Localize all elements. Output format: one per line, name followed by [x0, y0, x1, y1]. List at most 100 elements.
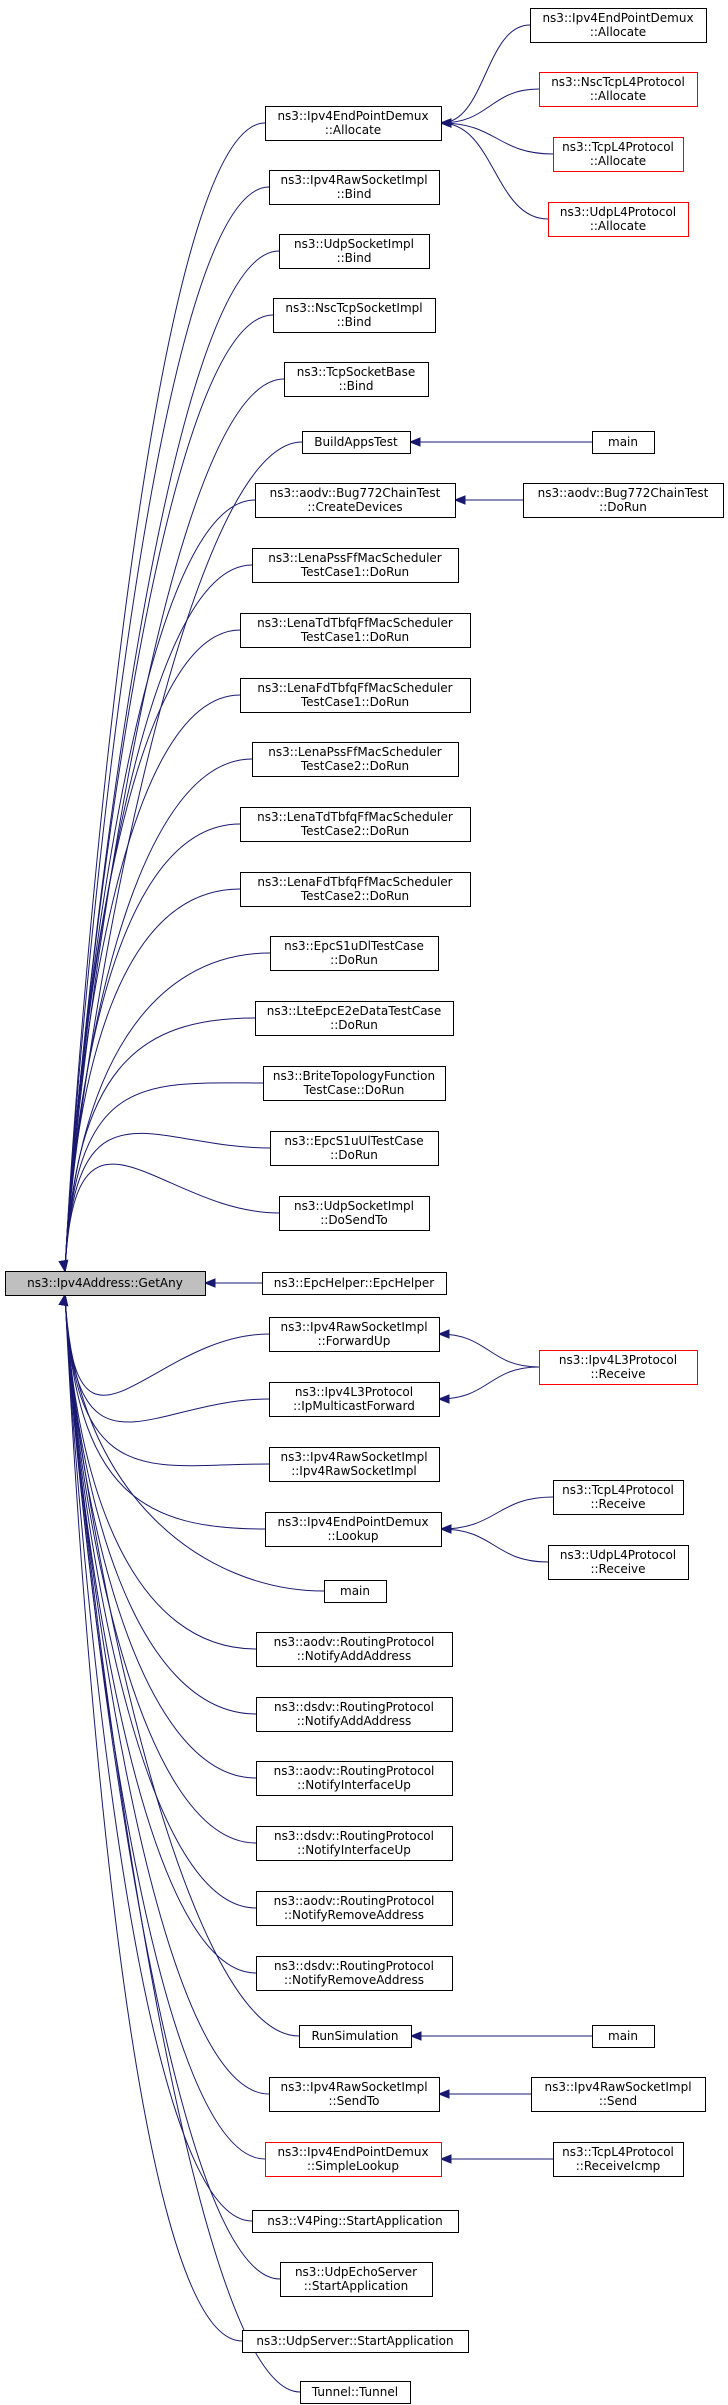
graph-edge-arrowhead: [437, 1394, 450, 1404]
graph-node-label: ns3::LteEpcE2eDataTestCase: [267, 1004, 441, 1018]
graph-node-aodv-remaddr[interactable]: ns3::aodv::RoutingProtocol::NotifyRemove…: [256, 1891, 453, 1926]
graph-node-runsim[interactable]: RunSimulation: [299, 2025, 412, 2048]
graph-node-fdtbfq2[interactable]: ns3::LenaFdTbfqFfMacSchedulerTestCase2::…: [240, 872, 471, 907]
graph-node-box: [240, 678, 471, 713]
graph-node-label: ::NotifyInterfaceUp: [297, 1778, 411, 1792]
graph-node-epcul[interactable]: ns3::EpcS1uUlTestCase::DoRun: [270, 1131, 439, 1166]
graph-node-dsdv-ifup[interactable]: ns3::dsdv::RoutingProtocol::NotifyInterf…: [256, 1826, 453, 1861]
graph-node-label: ns3::V4Ping::StartApplication: [267, 2214, 442, 2228]
graph-node-r-tcp-alloc[interactable]: ns3::TcpL4Protocol::Allocate: [553, 137, 684, 172]
graph-node-aodv-create[interactable]: ns3::aodv::Bug772ChainTest::CreateDevice…: [255, 483, 456, 518]
graph-node-label: ns3::LenaFdTbfqFfMacScheduler: [257, 681, 452, 695]
graph-edge-arrowhead: [203, 1278, 216, 1288]
graph-node-raw-bind[interactable]: ns3::Ipv4RawSocketImpl::Bind: [269, 170, 440, 205]
graph-node-aodv-addaddr[interactable]: ns3::aodv::RoutingProtocol::NotifyAddAdd…: [256, 1632, 453, 1667]
graph-node-ipmcast[interactable]: ns3::Ipv4L3Protocol::IpMulticastForward: [269, 1382, 440, 1417]
graph-node-label: ::StartApplication: [304, 2279, 408, 2293]
graph-node-r-nsc-alloc[interactable]: ns3::NscTcpL4Protocol::Allocate: [539, 72, 698, 107]
graph-node-r-ipv4l3-recv[interactable]: ns3::Ipv4L3Protocol::Receive: [539, 1350, 698, 1385]
graph-node-r-tcp-recv[interactable]: ns3::TcpL4Protocol::Receive: [553, 1480, 684, 1515]
graph-node-epchelper[interactable]: ns3::EpcHelper::EpcHelper: [262, 1272, 447, 1295]
graph-node-label: ::SendTo: [329, 2094, 380, 2108]
graph-node-brite[interactable]: ns3::BriteTopologyFunctionTestCase::DoRu…: [263, 1066, 446, 1101]
graph-node-buildapps[interactable]: BuildAppsTest: [302, 431, 411, 454]
graph-node-label: ns3::Ipv4RawSocketImpl: [280, 2080, 427, 2094]
graph-edge-arrowhead: [58, 1259, 69, 1273]
graph-node-box: [553, 2142, 684, 2177]
graph-node-v4ping[interactable]: ns3::V4Ping::StartApplication: [252, 2210, 459, 2233]
graph-node-box: [263, 1066, 446, 1101]
graph-node-pss2[interactable]: ns3::LenaPssFfMacSchedulerTestCase2::DoR…: [252, 742, 459, 777]
graph-node-label: ns3::NscTcpL4Protocol: [551, 75, 685, 89]
call-graph-nodes: ns3::Ipv4Address::GetAnyns3::Ipv4EndPoin…: [5, 8, 724, 2404]
graph-node-label: ns3::aodv::Bug772ChainTest: [270, 486, 441, 500]
graph-node-label: ::NotifyInterfaceUp: [297, 1843, 411, 1857]
graph-node-r-raw-send[interactable]: ns3::Ipv4RawSocketImpl::Send: [531, 2077, 706, 2112]
graph-edge: [64, 1294, 270, 1423]
graph-node-label: ::Ipv4RawSocketImpl: [291, 1464, 417, 1478]
graph-edge: [438, 1333, 540, 1368]
graph-node-epcdl[interactable]: ns3::EpcS1uDlTestCase::DoRun: [270, 936, 439, 971]
graph-edge-arrowhead: [58, 1293, 69, 1307]
graph-node-r-main2[interactable]: main: [592, 2025, 655, 2048]
graph-node-getany[interactable]: ns3::Ipv4Address::GetAny: [5, 1271, 206, 1296]
graph-node-main-mid[interactable]: main: [324, 1580, 387, 1603]
graph-node-udp-dosendto[interactable]: ns3::UdpSocketImpl::DoSendTo: [279, 1196, 430, 1231]
graph-node-r-udp-recv[interactable]: ns3::UdpL4Protocol::Receive: [548, 1545, 689, 1580]
graph-node-box: [548, 202, 689, 237]
graph-node-label: ns3::Ipv4Address::GetAny: [27, 1276, 183, 1290]
graph-node-box: [592, 431, 655, 454]
graph-node-box: [242, 2330, 469, 2353]
graph-node-dsdv-addaddr[interactable]: ns3::dsdv::RoutingProtocol::NotifyAddAdd…: [256, 1697, 453, 1732]
graph-node-r-tcp-recvicmp[interactable]: ns3::TcpL4Protocol::ReceiveIcmp: [553, 2142, 684, 2177]
graph-node-r-aodv-dorun[interactable]: ns3::aodv::Bug772ChainTest::DoRun: [523, 483, 724, 518]
graph-edge: [64, 1294, 243, 2342]
graph-node-aodv-ifup[interactable]: ns3::aodv::RoutingProtocol::NotifyInterf…: [256, 1761, 453, 1796]
graph-edge: [64, 1294, 270, 1467]
graph-node-label: ns3::EpcS1uDlTestCase: [284, 939, 424, 953]
graph-edge: [64, 694, 241, 1272]
graph-node-label: ns3::dsdv::RoutingProtocol: [274, 1700, 434, 1714]
graph-node-fdtbfq1[interactable]: ns3::LenaFdTbfqFfMacSchedulerTestCase1::…: [240, 678, 471, 713]
graph-node-raw-sendto[interactable]: ns3::Ipv4RawSocketImpl::SendTo: [269, 2077, 440, 2112]
graph-node-raw-fwdup[interactable]: ns3::Ipv4RawSocketImpl::ForwardUp: [269, 1317, 440, 1352]
graph-node-r-ep-alloc[interactable]: ns3::Ipv4EndPointDemux::Allocate: [530, 8, 707, 43]
graph-edge: [64, 1132, 271, 1272]
graph-node-box: [256, 1826, 453, 1861]
graph-node-box: [530, 8, 707, 43]
graph-node-udpserver[interactable]: ns3::UdpServer::StartApplication: [242, 2330, 469, 2353]
graph-node-tdtbfq2[interactable]: ns3::LenaTdTbfqFfMacSchedulerTestCase2::…: [240, 807, 471, 842]
graph-node-box: [265, 106, 442, 141]
graph-node-ep-alloc[interactable]: ns3::Ipv4EndPointDemux::Allocate: [265, 106, 442, 141]
graph-node-udp-bind[interactable]: ns3::UdpSocketImpl::Bind: [279, 234, 430, 269]
graph-node-label: ns3::Ipv4RawSocketImpl: [544, 2080, 691, 2094]
graph-node-tcp-bind[interactable]: ns3::TcpSocketBase::Bind: [284, 362, 429, 397]
graph-edge: [64, 1017, 256, 1272]
graph-node-raw-ctor[interactable]: ns3::Ipv4RawSocketImpl::Ipv4RawSocketImp…: [269, 1447, 440, 1482]
graph-node-label: main: [608, 2029, 638, 2043]
graph-node-tunnel[interactable]: Tunnel::Tunnel: [300, 2381, 411, 2404]
graph-node-label: main: [608, 435, 638, 449]
graph-node-label: ns3::TcpL4Protocol: [562, 140, 674, 154]
graph-edge: [64, 1294, 325, 1592]
graph-node-box: [256, 1956, 453, 1991]
graph-node-udpecho[interactable]: ns3::UdpEchoServer::StartApplication: [280, 2262, 433, 2297]
graph-node-box: [279, 1196, 430, 1231]
graph-node-lteepc[interactable]: ns3::LteEpcE2eDataTestCase::DoRun: [255, 1001, 454, 1036]
graph-node-nsc-bind[interactable]: ns3::NscTcpSocketImpl::Bind: [273, 298, 436, 333]
graph-node-tdtbfq1[interactable]: ns3::LenaTdTbfqFfMacSchedulerTestCase1::…: [240, 613, 471, 648]
graph-node-box: [240, 872, 471, 907]
graph-node-box: [553, 1480, 684, 1515]
graph-edge-arrowhead: [439, 118, 452, 128]
graph-node-r-udp-alloc[interactable]: ns3::UdpL4Protocol::Allocate: [548, 202, 689, 237]
graph-node-ep-lookup[interactable]: ns3::Ipv4EndPointDemux::Lookup: [265, 1512, 442, 1547]
graph-node-pss1[interactable]: ns3::LenaPssFfMacSchedulerTestCase1::DoR…: [252, 548, 459, 583]
graph-node-box: [279, 234, 430, 269]
graph-edge: [64, 1163, 280, 1272]
graph-node-dsdv-remaddr[interactable]: ns3::dsdv::RoutingProtocol::NotifyRemove…: [256, 1956, 453, 1991]
graph-node-ep-simple[interactable]: ns3::Ipv4EndPointDemux::SimpleLookup: [265, 2142, 442, 2177]
graph-node-box: [284, 362, 429, 397]
graph-edge: [64, 186, 270, 1272]
graph-node-r-main1[interactable]: main: [592, 431, 655, 454]
graph-edge-arrowhead: [439, 1524, 452, 1534]
